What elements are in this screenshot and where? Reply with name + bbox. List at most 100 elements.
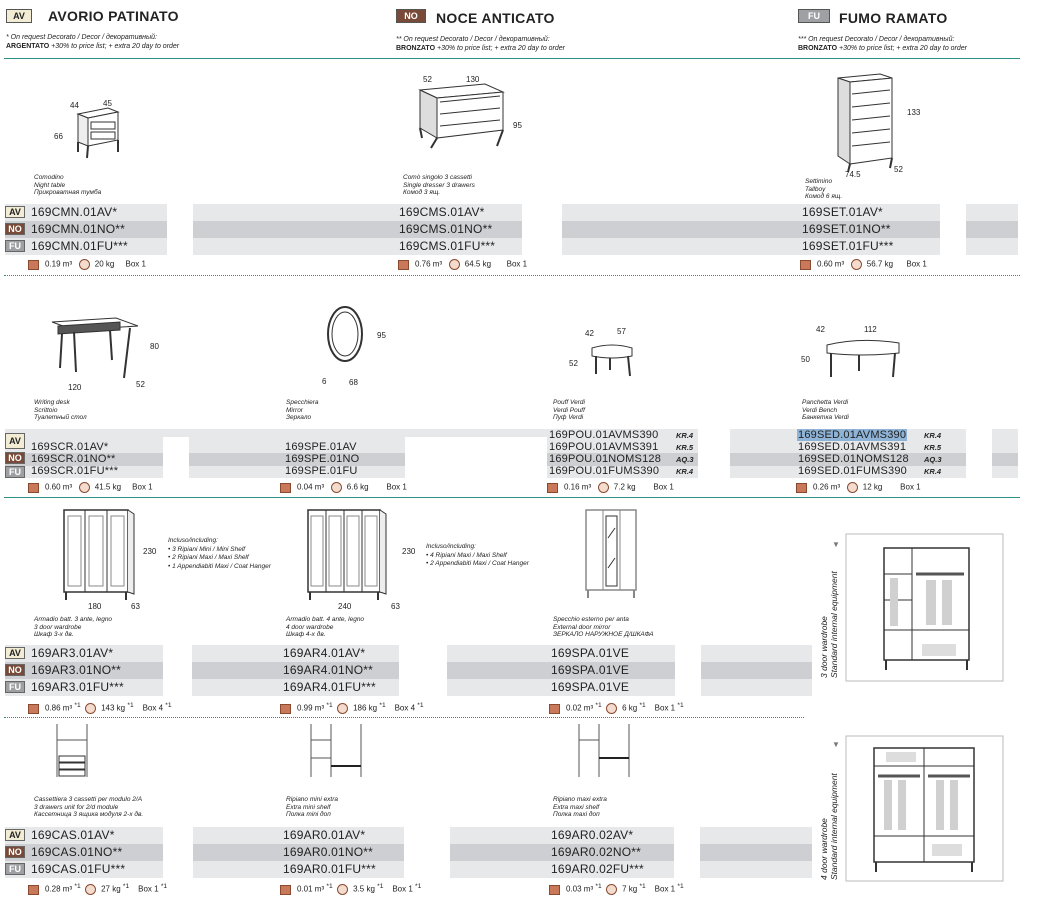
code-cmn-av: 169CMN.01AV*	[31, 205, 118, 219]
code-ar4-av: 169AR4.01AV*	[283, 646, 366, 660]
note-extra: +30% to price list; + extra 20 day to or…	[436, 45, 565, 52]
code-spa-no: 169SPA.01VE	[551, 663, 630, 677]
pack-cas: 0.28 m³ *1 27 kg *1 Box 1 *1	[28, 883, 168, 896]
note-extra: +30% to price list; + extra 20 day to or…	[51, 43, 180, 50]
desc-ar01: Ripiano mini extra Extra mini shelf Полк…	[286, 796, 338, 819]
box: Box 1	[654, 703, 676, 713]
code-ar4-fu: 169AR4.01FU***	[283, 680, 376, 694]
package-icon	[800, 259, 811, 270]
weight: 64.5 kg	[464, 259, 492, 269]
weight: 3.5 kg	[353, 884, 375, 894]
pack-pou: 0.16 m³ 7.2 kg Box 1	[547, 482, 674, 493]
finish-badge-fu: FU	[5, 466, 25, 478]
desc-en: Single dresser 3 drawers	[403, 181, 475, 189]
box: Box 1	[138, 884, 159, 894]
wardrobe-3-door-interior-image	[845, 533, 1004, 682]
dim-set-width: 74.5	[845, 170, 861, 179]
weight-icon	[846, 482, 858, 493]
finish-badge-no: NO	[5, 452, 25, 464]
desc-en: Verdi Pouff	[553, 406, 585, 414]
code-cms-fu: 169CMS.01FU***	[399, 239, 496, 253]
desc-it: Panchetta Verdi	[802, 399, 849, 406]
code-sed-4: 169SED.01FUMS390	[798, 465, 907, 477]
band-row1-fu	[5, 238, 1018, 255]
note-mark: *1	[377, 883, 384, 890]
finish-badge-fu: FU	[5, 681, 25, 693]
pack-sed: 0.26 m³ 12 kg Box 1	[796, 482, 921, 493]
desc-it: Armadio batt. 4 ante, legno	[286, 616, 365, 623]
package-icon	[28, 703, 39, 714]
note-line1: *** On request Decorato / Decor / декора…	[798, 36, 955, 43]
desc-en: 3 drawers unit for 2/d module	[34, 803, 119, 811]
gap	[167, 204, 193, 255]
package-icon	[549, 703, 560, 714]
dim-scr-depth: 52	[136, 380, 145, 389]
volume: 0.16 m³	[564, 482, 592, 492]
pack-spa: 0.02 m³ *1 6 kg *1 Box 1 *1	[549, 702, 684, 715]
desc-set: Settimino Tallboy Комод 6 ящ.	[805, 178, 842, 201]
weight-icon	[448, 259, 460, 270]
code-pou-2: 169POU.01AVMS391	[549, 441, 659, 453]
weight: 143 kg	[101, 703, 126, 713]
night-table-drawing	[76, 107, 120, 159]
code-ar02-no: 169AR0.02NO**	[551, 845, 641, 859]
dim-scr-height: 80	[150, 342, 159, 351]
code-ar02-fu: 169AR0.02FU***	[551, 862, 644, 876]
package-icon	[398, 259, 409, 270]
pouf-drawing	[591, 344, 633, 377]
note-mark: *1	[122, 883, 130, 890]
code-sed-1[interactable]: 169SED.01AVMS390	[797, 429, 908, 441]
code-cmn-no: 169CMN.01NO**	[31, 222, 125, 236]
dim-pou-height: 52	[569, 359, 578, 368]
desc-ru: Туалетный стол	[34, 414, 87, 421]
note-extra: +30% to price list; + extra 20 day to or…	[838, 45, 967, 52]
weight-icon	[606, 703, 618, 715]
desc-it: Specchiera	[286, 399, 319, 406]
dim-cms-height: 95	[513, 121, 522, 130]
row-divider	[4, 717, 804, 718]
weight-icon	[330, 482, 342, 493]
weight-icon	[850, 259, 862, 270]
gap	[163, 827, 193, 878]
pack-set: 0.60 m³ 56.7 kg Box 1	[800, 259, 927, 270]
dim-set-depth: 52	[894, 165, 903, 174]
dim-sed-depth: 42	[816, 325, 825, 334]
finish-badge-fu: FU	[798, 9, 830, 23]
note-mark: *1	[160, 883, 168, 890]
incl-text: 4 Ripiani Maxi / Maxi Shelf	[430, 551, 507, 559]
desc-en: Scrittoio	[34, 406, 58, 414]
weight-icon	[597, 482, 609, 493]
dim-pou-width: 57	[617, 327, 626, 336]
weight: 56.7 kg	[866, 259, 894, 269]
kr-pou-4: KR.4	[676, 467, 694, 476]
dim-scr-width: 120	[68, 383, 82, 392]
volume: 0.99 m³	[297, 703, 325, 713]
code-pou-1: 169POU.01AVMS390	[549, 429, 659, 441]
finish-badge-fu: FU	[5, 863, 25, 875]
package-icon	[28, 482, 39, 493]
code-sed-2: 169SED.01AVMS391	[798, 441, 907, 453]
desc-it: Ripiano mini extra	[286, 796, 339, 803]
incl-ar3: Incluso/including: • 3 Ripiani Mini / Mi…	[168, 537, 271, 571]
note-mark: *1	[677, 702, 684, 709]
note-line2: BRONZATO +30% to price list; + extra 20 …	[396, 44, 656, 53]
tallboy-drawing	[837, 73, 893, 173]
weight-icon	[337, 884, 349, 896]
gap	[404, 827, 450, 878]
incl-item: • 1 Appendiabiti Maxi / Coat Hanger	[168, 562, 271, 570]
dim-spe-width: 68	[349, 378, 358, 387]
mini-shelf-drawing	[310, 724, 362, 777]
desc-ru: Банкетка Verdi	[802, 414, 849, 421]
incl-item: • 4 Ripiani Maxi / Maxi Shelf	[426, 551, 507, 559]
package-icon	[28, 884, 39, 895]
kr-sed-4: KR.4	[924, 467, 942, 476]
desc-ru: ЗЕРКАЛО НАРУЖНОЕ Д/ШКАФА	[553, 631, 654, 638]
volume: 0.60 m³	[45, 482, 73, 492]
band-row1-no	[5, 221, 1018, 238]
pack-cms: 0.76 m³ 64.5 kg Box 1	[398, 259, 527, 270]
code-cas-no: 169CAS.01NO**	[31, 845, 123, 859]
desc-en: 4 door wardrobe	[286, 623, 334, 631]
band-row1-av	[5, 204, 1018, 221]
package-icon	[280, 703, 291, 714]
gap	[966, 429, 992, 478]
